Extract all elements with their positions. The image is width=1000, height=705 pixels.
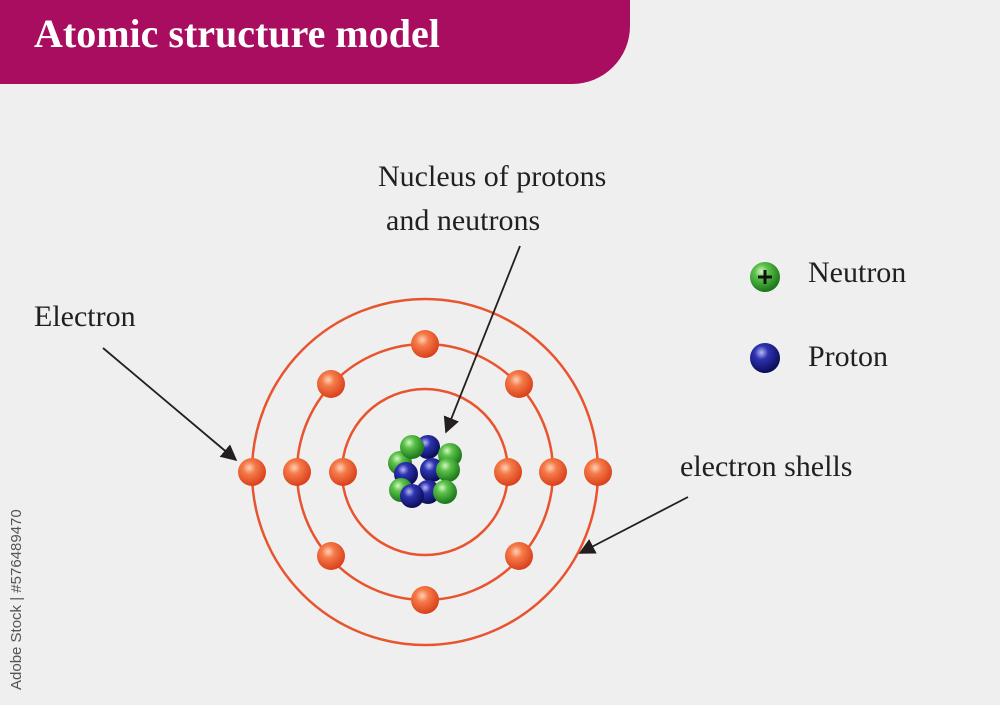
electron [505,370,533,398]
proton [400,484,424,508]
neutron [436,458,460,482]
electron [584,458,612,486]
electron-label: Electron [34,300,136,333]
electron [317,542,345,570]
electron-arrow [102,347,238,462]
title-banner: Atomic structure model [0,0,630,84]
electron [329,458,357,486]
electron [238,458,266,486]
nucleus-label-line2: and neutrons [386,204,541,237]
electron [411,330,439,358]
nucleus-arrow [443,245,521,434]
electron [411,586,439,614]
stock-id-text: Adobe Stock | #576489470 [8,509,25,690]
electron [494,458,522,486]
neutron [400,435,424,459]
electrons [238,330,612,614]
legend-neutron-icon [750,262,780,292]
legend-proton-icon [750,343,780,373]
legend-proton-label: Proton [808,340,889,373]
nucleus [388,435,462,508]
shells-arrow [578,496,689,554]
neutron [433,480,457,504]
nucleus-label-line1: Nucleus of protons [378,160,607,193]
electron [317,370,345,398]
legend-neutron-label: Neutron [808,256,907,289]
electron [505,542,533,570]
electron-shells-label: electron shells [680,450,853,483]
electron [283,458,311,486]
page-title: Atomic structure model [34,11,440,56]
electron [539,458,567,486]
